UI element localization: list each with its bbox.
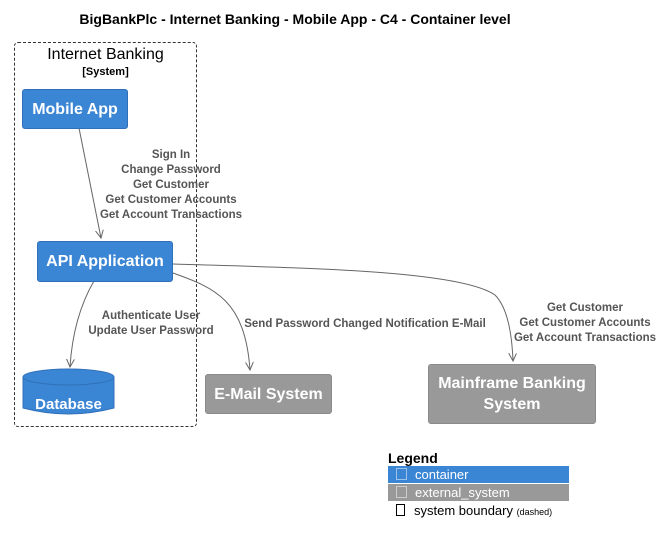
mainframe-banking-external[interactable]: Mainframe Banking System — [428, 364, 596, 424]
legend-item-boundary: system boundary (dashed) — [388, 502, 552, 521]
relation-label-api-to-database: Authenticate User Update User Password — [80, 309, 222, 339]
email-system-external[interactable]: E-Mail System — [205, 374, 332, 414]
system-boundary — [14, 42, 197, 427]
legend-swatch-icon — [396, 486, 407, 498]
relation-text: Get Account Transactions — [99, 209, 243, 221]
boundary-type: [System] — [82, 66, 129, 78]
legend-label-external-system: external_system — [415, 485, 510, 500]
relation-api-to-mainframe — [172, 263, 513, 361]
legend-label-container: container — [415, 467, 469, 482]
relation-api-to-database — [70, 280, 95, 367]
legend-label-boundary: system boundary — [414, 503, 513, 518]
relation-label-mobile-to-api: Sign In Change Password Get Customer Get… — [90, 148, 252, 223]
mainframe-label-line1: Mainframe Banking — [438, 375, 586, 392]
api-application-container[interactable]: API Application — [37, 241, 173, 282]
relation-api-to-email — [172, 272, 250, 370]
legend-swatch-icon — [396, 504, 405, 516]
database-cylinder-icon — [22, 368, 115, 415]
mobile-app-container[interactable]: Mobile App — [22, 89, 128, 129]
legend-title: Legend — [388, 450, 438, 466]
diagram-title: BigBankPlc - Internet Banking - Mobile A… — [79, 11, 511, 27]
mainframe-label-line2: System — [483, 396, 541, 413]
relation-text: Authenticate User — [101, 310, 201, 322]
relation-text: Update User Password — [88, 325, 214, 337]
relation-text: Get Account Transactions — [513, 332, 657, 344]
relation-mobile-to-api — [78, 127, 101, 238]
relation-text: Get Customer — [546, 302, 624, 314]
api-application-label: API Application — [46, 253, 164, 270]
relation-text: Change Password — [121, 164, 221, 176]
legend-swatch-icon — [396, 468, 407, 480]
relation-text: Get Customer — [132, 179, 210, 191]
relation-text: Sign In — [151, 149, 191, 161]
relation-text: Send Password Changed Notification E-Mai… — [244, 318, 486, 330]
relation-label-api-to-email: Send Password Changed Notification E-Mai… — [236, 317, 494, 332]
email-system-label: E-Mail System — [214, 385, 323, 403]
database-label: Database — [35, 396, 102, 413]
relation-text: Get Customer Accounts — [519, 317, 651, 329]
legend-item-external-system: external_system — [388, 484, 569, 501]
mobile-app-label: Mobile App — [32, 100, 118, 118]
boundary-title: Internet Banking — [47, 46, 164, 63]
legend-boundary-note: (dashed) — [516, 507, 553, 517]
legend-item-container: container — [388, 466, 569, 483]
relation-label-api-to-mainframe: Get Customer Get Customer Accounts Get A… — [505, 301, 665, 346]
database-container[interactable]: Database — [22, 368, 115, 418]
relation-text: Get Customer Accounts — [105, 194, 237, 206]
